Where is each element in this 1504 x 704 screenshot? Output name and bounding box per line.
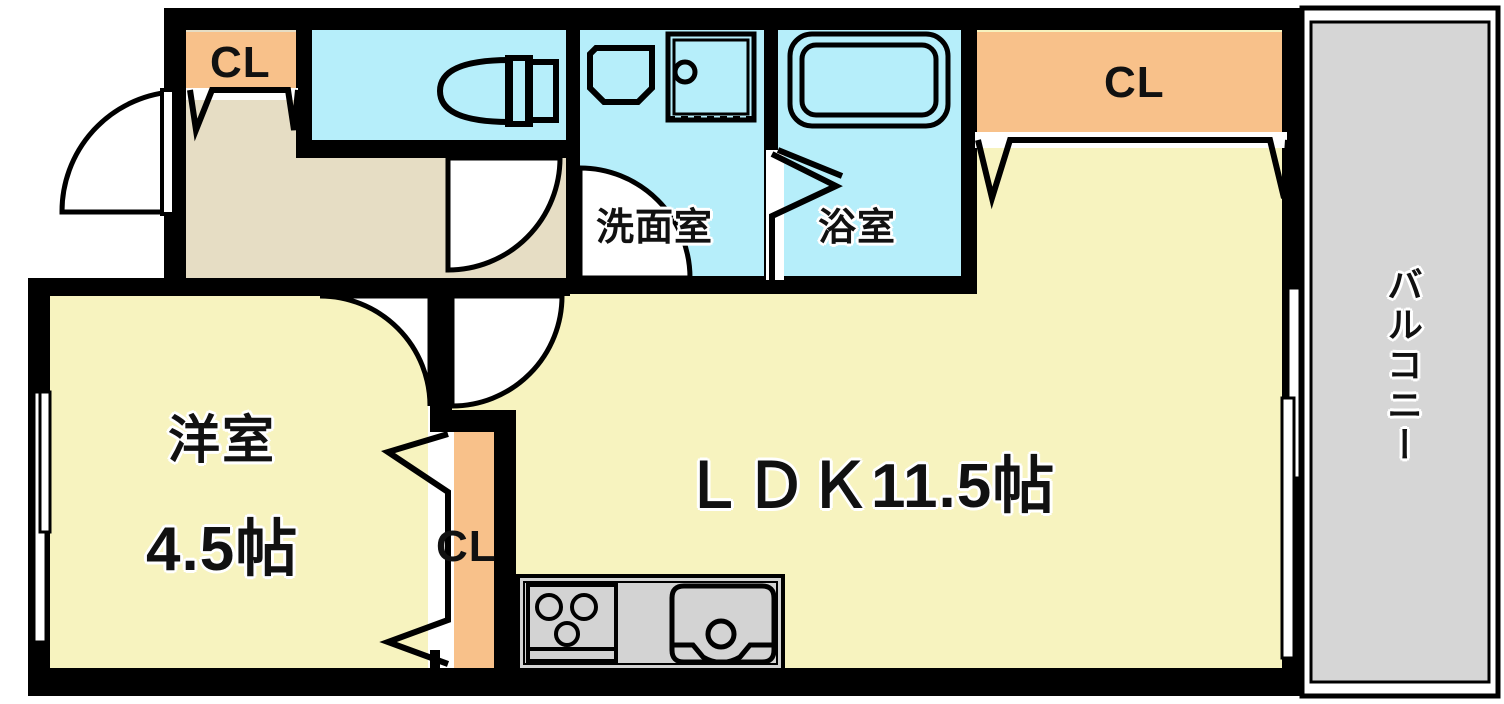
balcony-area xyxy=(1299,5,1501,699)
closet-bedroom-doors[interactable] xyxy=(379,431,454,668)
bedroom-door[interactable] xyxy=(319,293,433,407)
kitchen-sink xyxy=(669,583,777,665)
stove xyxy=(526,583,618,663)
bathtub xyxy=(787,31,951,129)
bedroom-floor xyxy=(48,290,428,670)
window-bedroom-west xyxy=(32,390,52,644)
ldk-door[interactable] xyxy=(449,293,565,409)
washroom-door[interactable] xyxy=(577,165,693,281)
window-ldk-east xyxy=(1280,286,1302,660)
bathroom-folding-door[interactable] xyxy=(766,147,844,282)
closet-ldk-fill xyxy=(975,32,1285,134)
entrance-door[interactable] xyxy=(59,88,176,216)
vanity-sink xyxy=(587,45,655,105)
closet-bedroom-fill xyxy=(452,432,494,668)
toilet-door[interactable] xyxy=(445,155,563,273)
toilet-fixture xyxy=(436,55,559,127)
washer-pan xyxy=(665,31,757,123)
closet-ldk-doors[interactable] xyxy=(975,132,1291,210)
walls xyxy=(28,8,1302,696)
closet-entry-doors[interactable] xyxy=(186,87,301,142)
kitchen-counter xyxy=(516,574,785,672)
closet-entry-fill xyxy=(186,32,296,90)
